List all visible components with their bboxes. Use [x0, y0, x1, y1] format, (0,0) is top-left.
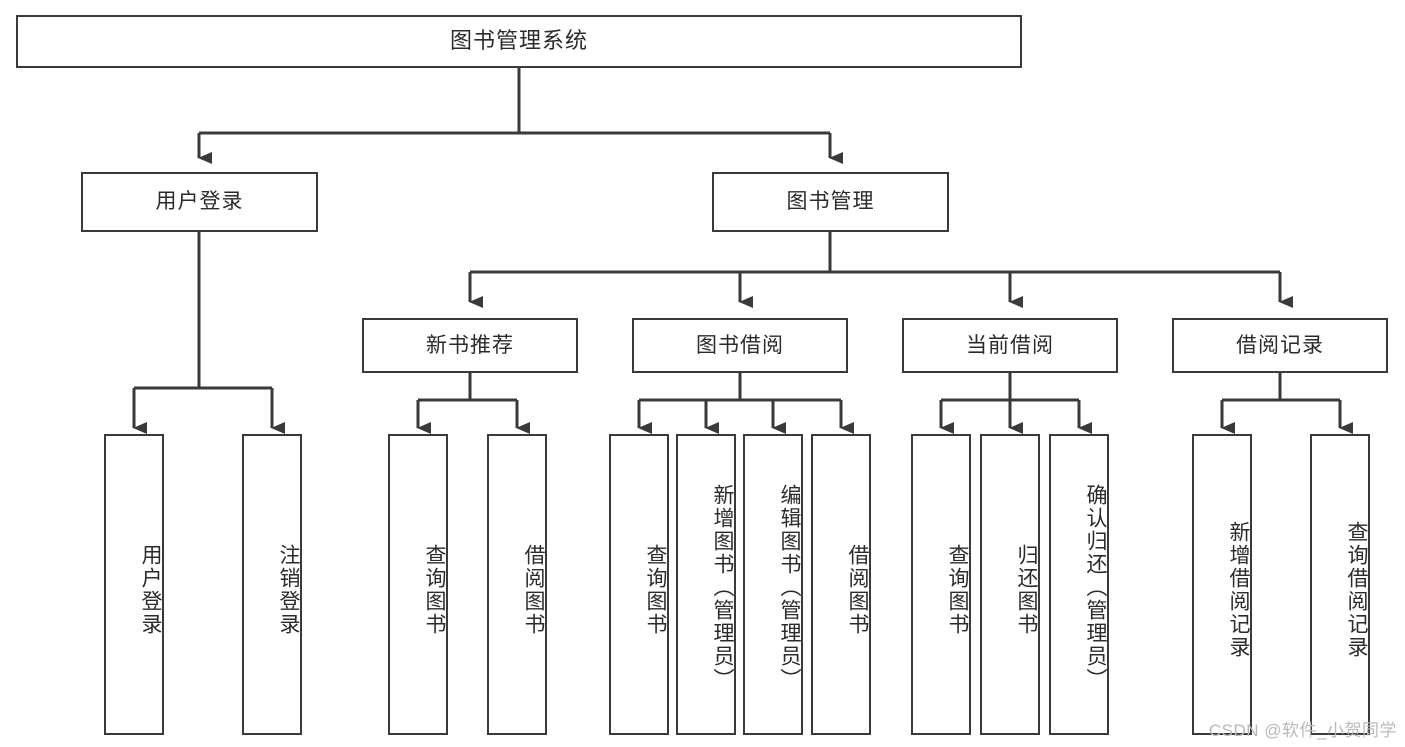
- node-user-login[interactable]: 用户登录: [81, 172, 318, 232]
- leaf-book-borrow-query-book[interactable]: 查询图书: [609, 434, 669, 735]
- leaf-user-login-logout[interactable]: 注销登录: [242, 434, 302, 735]
- leaf-book-borrow-borrow-book[interactable]: 借阅图书: [811, 434, 871, 735]
- node-label: 注销登录: [277, 543, 300, 636]
- csdn-watermark: CSDN @软件_小贺同学: [1208, 721, 1397, 740]
- leaf-current-borrow-confirm-return-admin[interactable]: 确认归还（管理员）: [1049, 434, 1109, 735]
- node-current-borrow[interactable]: 当前借阅: [902, 318, 1118, 373]
- node-label: 图书管理: [786, 190, 875, 214]
- node-label: 查询图书: [946, 543, 969, 636]
- leaf-current-borrow-query-book[interactable]: 查询图书: [911, 434, 971, 735]
- node-label: 新增借阅记录: [1227, 520, 1250, 659]
- node-label: 当前借阅: [966, 333, 1054, 357]
- leaf-current-borrow-return-book[interactable]: 归还图书: [980, 434, 1040, 735]
- node-label: 确认归还（管理员）: [1084, 484, 1107, 691]
- leaf-user-login-login[interactable]: 用户登录: [104, 434, 164, 735]
- node-book-borrow[interactable]: 图书借阅: [632, 318, 848, 373]
- node-label: 借阅图书: [522, 543, 545, 636]
- leaf-book-borrow-add-book-admin[interactable]: 新增图书（管理员）: [676, 434, 736, 735]
- leaf-new-book-query-book[interactable]: 查询图书: [388, 434, 448, 735]
- node-label: 查询借阅记录: [1345, 520, 1368, 659]
- node-label: 新书推荐: [426, 333, 514, 357]
- node-label: 查询图书: [423, 543, 446, 636]
- node-label: 借阅图书: [846, 543, 869, 636]
- leaf-borrow-record-add-record[interactable]: 新增借阅记录: [1192, 434, 1252, 735]
- node-label: 图书借阅: [696, 333, 784, 357]
- node-new-book-recommend[interactable]: 新书推荐: [362, 318, 578, 373]
- node-borrow-record[interactable]: 借阅记录: [1172, 318, 1388, 373]
- node-label: 用户登录: [139, 543, 162, 636]
- node-label: 新增图书（管理员）: [711, 484, 734, 691]
- node-book-management[interactable]: 图书管理: [712, 172, 949, 232]
- node-label: 查询图书: [644, 543, 667, 636]
- node-label: 归还图书: [1015, 543, 1038, 636]
- leaf-book-borrow-edit-book-admin[interactable]: 编辑图书（管理员）: [743, 434, 803, 735]
- node-label: 编辑图书（管理员）: [778, 484, 801, 691]
- node-label: 图书管理系统: [449, 28, 588, 54]
- node-label: 借阅记录: [1236, 333, 1324, 357]
- node-root-book-management-system[interactable]: 图书管理系统: [16, 15, 1022, 68]
- leaf-new-book-borrow-book[interactable]: 借阅图书: [487, 434, 547, 735]
- node-label: 用户登录: [155, 190, 244, 214]
- leaf-borrow-record-query-record[interactable]: 查询借阅记录: [1310, 434, 1370, 735]
